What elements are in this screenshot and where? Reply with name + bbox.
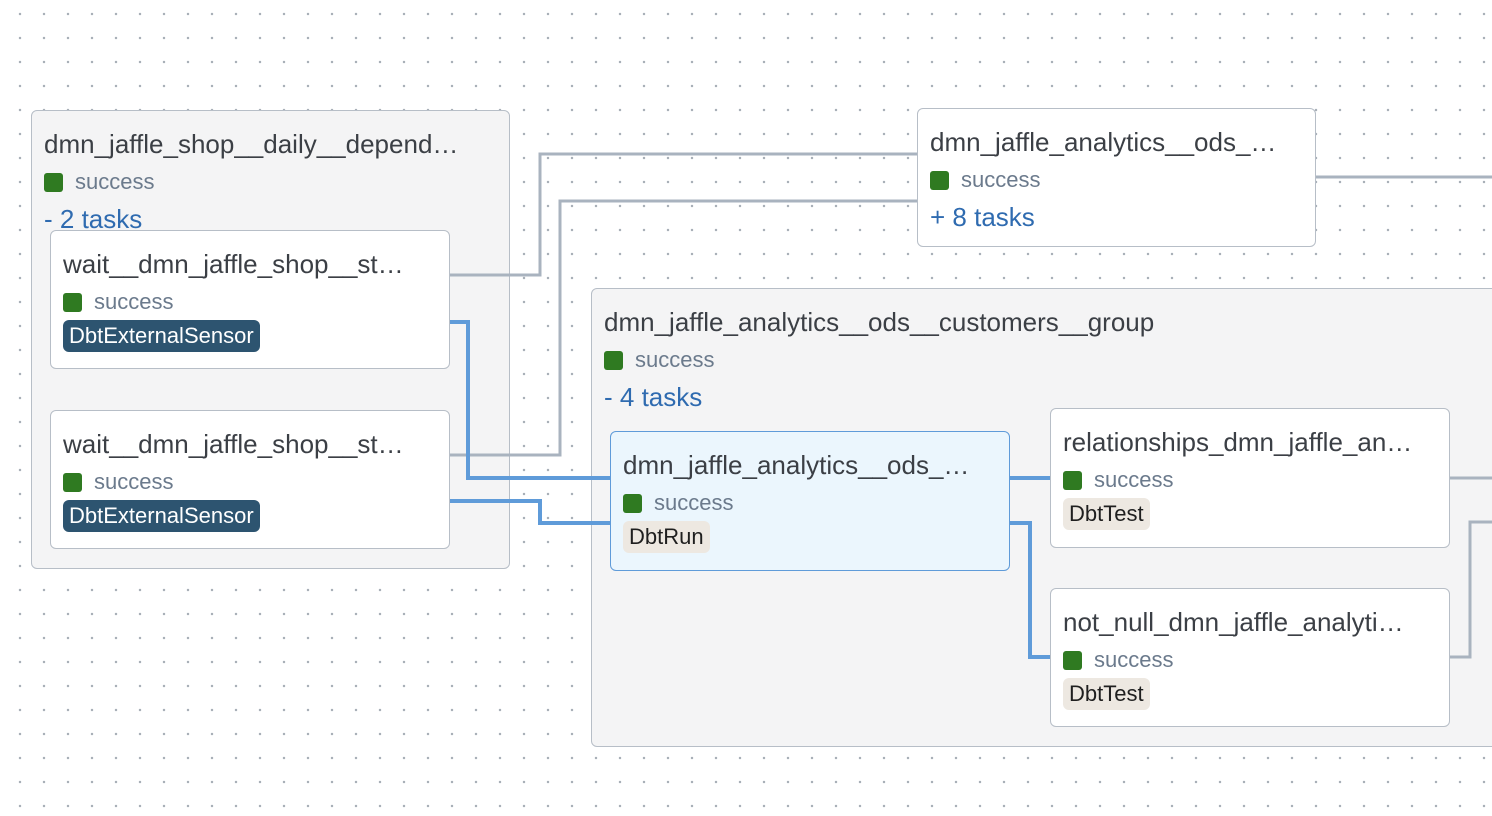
status-label: success bbox=[635, 347, 715, 372]
status-square-icon bbox=[930, 170, 949, 190]
task-node-wait-2[interactable]: wait__dmn_jaffle_shop__st… success DbtEx… bbox=[50, 410, 450, 549]
status-label: success bbox=[1094, 467, 1174, 492]
task-node-run-customers[interactable]: dmn_jaffle_analytics__ods_… success DbtR… bbox=[610, 431, 1010, 571]
operator-badge: DbtTest bbox=[1063, 678, 1150, 710]
collapse-group-toggle[interactable]: - 2 tasks bbox=[44, 204, 143, 234]
task-status: success bbox=[63, 469, 173, 495]
status-label: success bbox=[961, 167, 1041, 192]
operator-badge: DbtExternalSensor bbox=[63, 320, 260, 352]
task-status: success bbox=[1063, 467, 1173, 493]
edge-wait2-to-ods-group bbox=[450, 199, 918, 457]
status-label: success bbox=[94, 289, 174, 314]
operator-badge: DbtRun bbox=[623, 521, 710, 553]
edge-wait2-to-run bbox=[450, 499, 611, 525]
edge-wait1-to-ods-group bbox=[450, 152, 918, 277]
task-title: wait__dmn_jaffle_shop__st… bbox=[63, 429, 404, 459]
task-title: not_null_dmn_jaffle_analyti… bbox=[1063, 607, 1404, 637]
status-label: success bbox=[94, 469, 174, 494]
task-group-ods-collapsed[interactable]: dmn_jaffle_analytics__ods_… success + 8 … bbox=[917, 108, 1316, 247]
status-square-icon bbox=[604, 350, 623, 370]
group-status: success bbox=[604, 347, 714, 373]
task-status: success bbox=[623, 490, 733, 516]
task-status: success bbox=[63, 289, 173, 315]
operator-badge: DbtTest bbox=[1063, 498, 1150, 530]
task-node-test-not-null[interactable]: not_null_dmn_jaffle_analyti… success Dbt… bbox=[1050, 588, 1450, 727]
collapse-group-toggle[interactable]: - 4 tasks bbox=[604, 382, 703, 412]
status-label: success bbox=[75, 169, 155, 194]
task-status: success bbox=[1063, 647, 1173, 673]
status-label: success bbox=[1094, 647, 1174, 672]
operator-badge: DbtExternalSensor bbox=[63, 500, 260, 532]
status-square-icon bbox=[44, 172, 63, 192]
task-node-test-relationships[interactable]: relationships_dmn_jaffle_an… success Dbt… bbox=[1050, 408, 1450, 548]
status-square-icon bbox=[623, 493, 642, 513]
status-label: success bbox=[654, 490, 734, 515]
edge-notnull-out bbox=[1449, 520, 1492, 659]
status-square-icon bbox=[63, 292, 82, 312]
edge-run-to-notnull bbox=[1009, 521, 1051, 659]
task-title: dmn_jaffle_analytics__ods_… bbox=[623, 450, 970, 480]
edge-wait1-to-run bbox=[450, 320, 611, 480]
status-square-icon bbox=[1063, 470, 1082, 490]
task-title: wait__dmn_jaffle_shop__st… bbox=[63, 249, 404, 279]
task-title: relationships_dmn_jaffle_an… bbox=[1063, 427, 1413, 457]
group-title: dmn_jaffle_analytics__ods_… bbox=[930, 127, 1277, 157]
status-square-icon bbox=[63, 472, 82, 492]
status-square-icon bbox=[1063, 650, 1082, 670]
expand-group-toggle[interactable]: + 8 tasks bbox=[930, 202, 1035, 232]
task-node-wait-1[interactable]: wait__dmn_jaffle_shop__st… success DbtEx… bbox=[50, 230, 450, 369]
group-status: success bbox=[44, 169, 154, 195]
group-status: success bbox=[930, 167, 1040, 193]
